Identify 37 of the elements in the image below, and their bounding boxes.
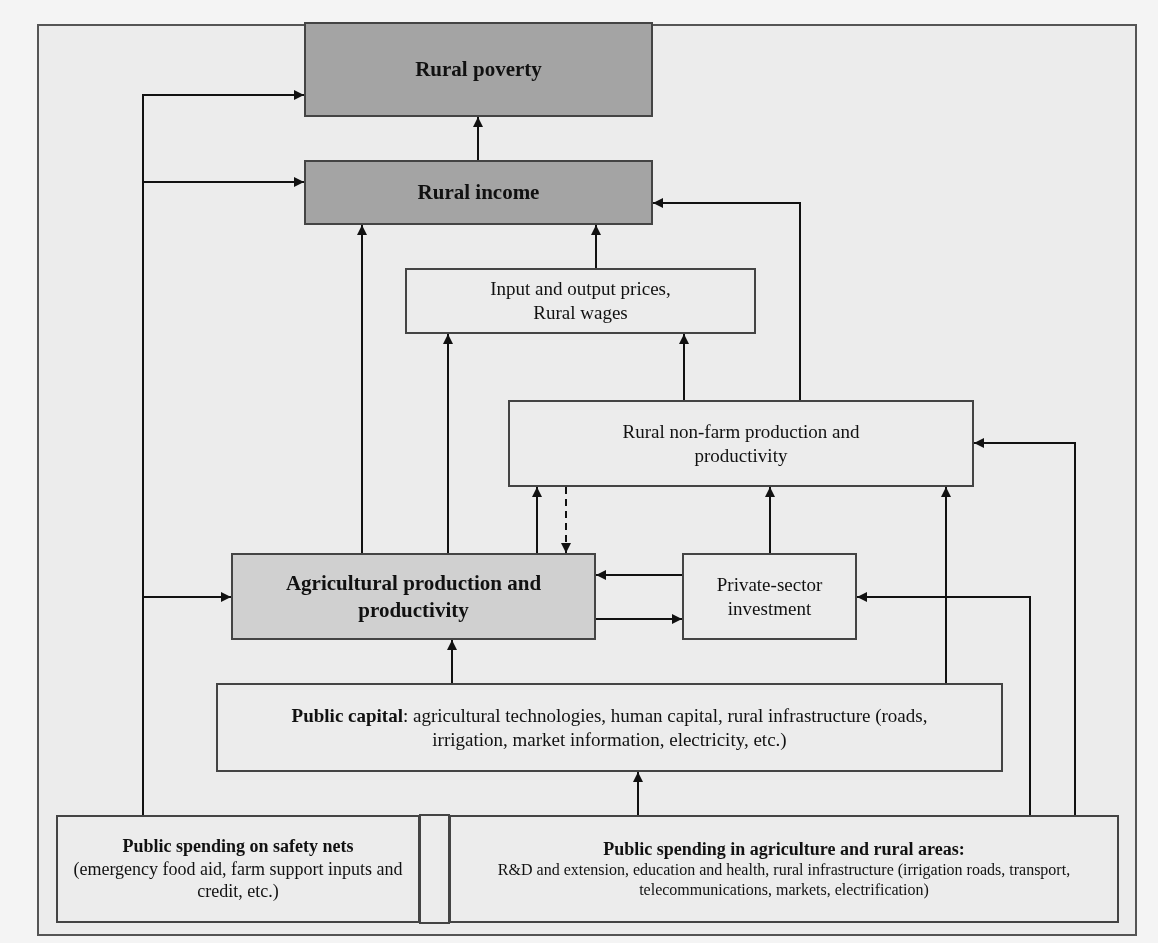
arrow xyxy=(443,333,453,554)
process-box xyxy=(508,400,974,487)
box-label: Agricultural production and productivity xyxy=(284,570,543,623)
box-label: Public capital: agricultural technologies, human capital, rural infrastructure (roads, irrigation, market information, electricity, etc.) xyxy=(290,703,929,752)
box-label: Rural income xyxy=(417,179,540,206)
source-box xyxy=(449,815,1119,923)
arrow xyxy=(765,486,775,554)
arrow xyxy=(595,614,683,624)
process-box xyxy=(405,268,756,334)
process-box xyxy=(216,683,1003,772)
arrow xyxy=(973,438,1076,816)
arrow xyxy=(591,224,601,269)
arrow xyxy=(633,771,643,816)
arrow xyxy=(447,639,457,684)
box-label: Rural poverty xyxy=(415,56,542,83)
arrow xyxy=(357,224,367,554)
arrow xyxy=(473,116,483,161)
arrow xyxy=(532,486,542,554)
box-body: R&D and extension, education and health, rural infrastructure (irrigation roads, transport, telecommunications, markets, electrification) xyxy=(496,860,1072,901)
process-box xyxy=(682,553,857,640)
arrow xyxy=(856,592,1031,816)
dashed-arrow xyxy=(561,486,571,554)
arrow xyxy=(652,198,801,401)
box-label: Rural non-farm production and productivity xyxy=(621,419,861,468)
arrow xyxy=(679,333,689,401)
outcome-box xyxy=(304,160,653,225)
outcome-box xyxy=(231,553,596,640)
arrow xyxy=(142,592,232,816)
source-box xyxy=(56,815,420,923)
arrow xyxy=(941,486,951,684)
box-heading: Public spending in agriculture and rural areas: xyxy=(603,837,965,861)
box-heading: Public spending on safety nets xyxy=(122,835,354,858)
outcome-box xyxy=(304,22,653,117)
box-body: (emergency food aid, farm support inputs and credit, etc.) xyxy=(72,857,404,903)
box-label: Input and output prices, Rural wages xyxy=(489,277,672,325)
box-label: Private-sector investment xyxy=(715,572,824,621)
arrow xyxy=(595,570,683,580)
